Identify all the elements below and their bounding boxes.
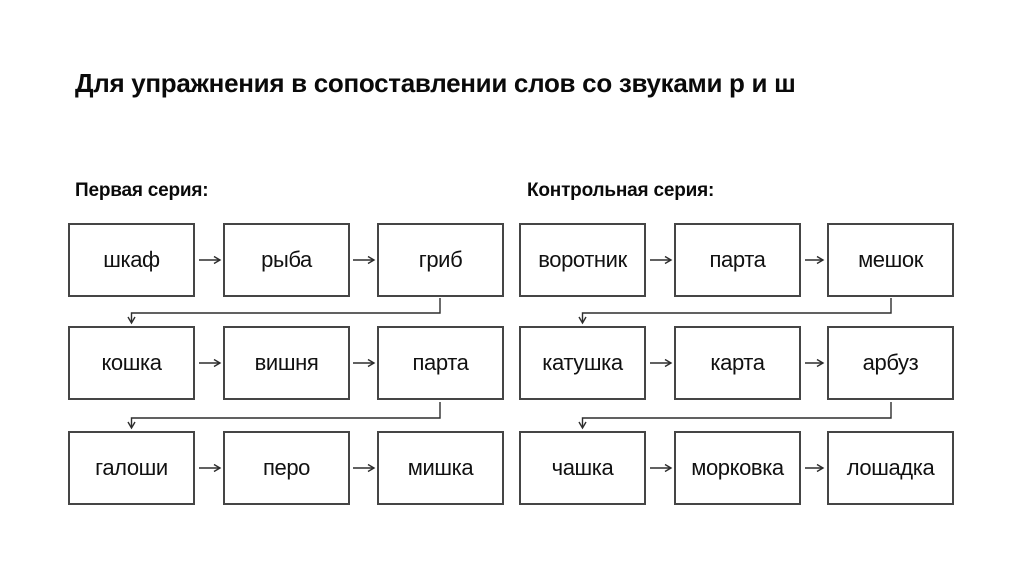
word-box: катушка [519,326,646,400]
word-box: гриб [377,223,504,297]
word-box: галоши [68,431,195,505]
word-box: кошка [68,326,195,400]
series-label-control: Контрольная серия: [527,180,715,201]
row-wrap-connector [127,298,441,325]
word-box: рыба [223,223,350,297]
word-box: карта [674,326,801,400]
word-box: чашка [519,431,646,505]
row-wrap-connector [578,402,892,430]
word-box: морковка [674,431,801,505]
word-box: парта [674,223,801,297]
row-wrap-connector [578,298,892,325]
word-box: вишня [223,326,350,400]
row-wrap-connector [127,402,441,430]
word-box: воротник [519,223,646,297]
word-box: лошадка [827,431,954,505]
series-label-first: Первая серия: [75,180,209,201]
word-box: арбуз [827,326,954,400]
word-box: перо [223,431,350,505]
word-box: мешок [827,223,954,297]
slide-title: Для упражнения в сопоставлении слов со з… [75,68,796,98]
word-box: шкаф [68,223,195,297]
word-box: мишка [377,431,504,505]
word-box: парта [377,326,504,400]
